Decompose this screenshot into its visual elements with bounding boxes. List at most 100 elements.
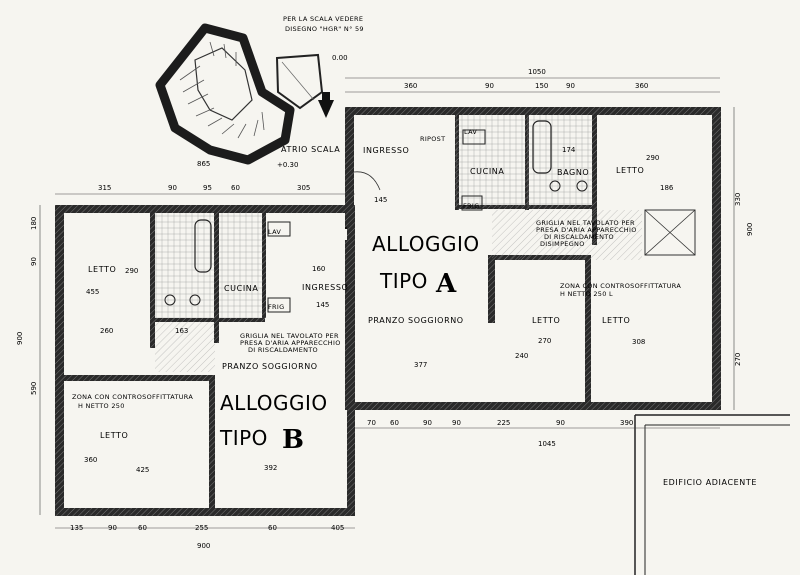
apt-b-title: ALLOGGIO (220, 391, 328, 415)
room-b-cucina: CUCINA (224, 284, 258, 293)
dim-top-a4: 90 (566, 82, 575, 90)
dim-br-2: 90 (423, 419, 432, 427)
dim-top-a2: 90 (485, 82, 494, 90)
dim-pranzo-b: 392 (264, 464, 277, 472)
dim-bagno-a: 174 (562, 146, 576, 154)
dim-260: 260 (100, 327, 113, 335)
room-a-ripost: RIPOST (420, 135, 445, 143)
dim-left-3: 590 (30, 382, 38, 395)
dim-br-4: 225 (497, 419, 510, 427)
bathtub-a (532, 120, 552, 174)
dim-top-a3: 150 (535, 82, 548, 90)
room-b-letto2: LETTO (100, 431, 128, 440)
dim-top-total: 1050 (528, 68, 546, 76)
dim-bottom-right-total: 1045 (538, 440, 556, 448)
apt-b-tipo: TIPO (219, 426, 268, 450)
dim-br-0: 70 (367, 419, 376, 427)
dim-bl-4: 60 (268, 524, 277, 532)
dim-br-1: 60 (390, 419, 399, 427)
apt-b-letter: B (282, 425, 304, 455)
edificio-adiacente: EDIFICIO ADIACENTE (663, 478, 757, 487)
dim-bl-1: 90 (108, 524, 117, 532)
dim-ingresso-b-1: 145 (316, 301, 329, 309)
room-b-lav: LAV (268, 228, 281, 236)
dim-letto-a1-0: 290 (646, 154, 659, 162)
a-zona-1: ZONA CON CONTROSOFFITTATURA (560, 282, 681, 290)
apt-a-title: ALLOGGIO (372, 232, 480, 256)
dim-letto-b2-1: 425 (136, 466, 149, 474)
dimension-lines (39, 77, 735, 529)
a-griglia-1: GRIGLIA NEL TAVOLATO PER (536, 219, 635, 227)
room-a-letto2: LETTO (532, 316, 560, 325)
room-a-letto1: LETTO (616, 166, 644, 175)
b-zona-1: ZONA CON CONTROSOFFITTATURA (72, 393, 193, 401)
dim-left-top-1: 90 (168, 184, 177, 192)
room-a-lav: LAV (464, 128, 477, 136)
room-b-pranzo: PRANZO SOGGIORNO (222, 362, 318, 371)
dim-bl-2: 60 (138, 524, 147, 532)
dim-left-0: 180 (30, 217, 38, 230)
room-a-bagno: BAGNO (557, 168, 589, 177)
dim-left-top-0: 315 (98, 184, 111, 192)
dim-br-6: 390 (620, 419, 633, 427)
room-a-disimpegno: DISIMPEGNO (540, 240, 585, 248)
dim-top-a5: 360 (635, 82, 648, 90)
room-a-letto3: LETTO (602, 316, 630, 325)
dim-bl-3: 255 (195, 524, 208, 532)
dim-left-2: 900 (16, 332, 24, 345)
room-a-pranzo: PRANZO SOGGIORNO (368, 316, 464, 325)
apt-a-letter: A (435, 269, 457, 299)
bathtub-b (194, 219, 212, 273)
a-griglia-2: PRESA D'ARIA APPARECCHIO (536, 226, 637, 234)
walls-apartment-b (55, 205, 355, 516)
ref-note-line1: PER LA SCALA VEDERE (283, 15, 363, 23)
dim-top-a1: 360 (404, 82, 417, 90)
dim-ingresso-b-0: 160 (312, 265, 325, 273)
dim-bl-5: 405 (331, 524, 344, 532)
room-b-ingresso: INGRESSO (302, 283, 348, 292)
dim-right-1: 900 (746, 223, 754, 236)
dim-letto-a2-0: 240 (515, 352, 528, 360)
b-griglia-3: DI RISCALDAMENTO (248, 346, 318, 354)
dim-bl-0: 135 (70, 524, 83, 532)
dim-letto-b1-1: 290 (125, 267, 138, 275)
adjacent-building (634, 414, 790, 575)
dim-letto-b1-0: 455 (86, 288, 99, 296)
dim-letto-a1-1: 186 (660, 184, 674, 192)
dim-left-1: 90 (30, 257, 38, 266)
b-griglia-1: GRIGLIA NEL TAVOLATO PER (240, 332, 339, 340)
a-zona-2: H NETTO 250 L (560, 290, 613, 298)
a-griglia-3: DI RISCALDAMENTO (544, 233, 614, 241)
level-mark: 0.00 (332, 54, 348, 62)
dim-pranzo-a: 377 (414, 361, 427, 369)
dim-letto-b2-0: 360 (84, 456, 97, 464)
b-griglia-2: PRESA D'ARIA APPARECCHIO (240, 339, 341, 347)
dim-right-0: 330 (734, 193, 742, 206)
dim-left-top-3: 60 (231, 184, 240, 192)
dim-right-2: 270 (734, 353, 742, 366)
atrio-level: +0.30 (277, 161, 298, 169)
dim-left-top-4: 305 (297, 184, 310, 192)
b-zona-2: H NETTO 250 (78, 402, 125, 410)
room-a-cucina: CUCINA (470, 167, 504, 176)
room-b-frig: FRIG (268, 303, 284, 311)
room-a-frig: FRIG (463, 202, 479, 210)
dim-left-top-2: 95 (203, 184, 212, 192)
dim-letto-a2-1: 270 (538, 337, 551, 345)
dim-br-3: 90 (452, 419, 461, 427)
dim-ingresso-a: 145 (374, 196, 387, 204)
dim-163: 163 (175, 327, 188, 335)
staircase (155, 23, 324, 165)
apt-a-tipo: TIPO (379, 269, 428, 293)
dim-letto-a3: 308 (632, 338, 645, 346)
dim-865: 865 (197, 160, 210, 168)
room-b-letto1: LETTO (88, 265, 116, 274)
dim-br-5: 90 (556, 419, 565, 427)
atrio-label: ATRIO SCALA (281, 145, 340, 154)
ref-note-line2: DISEGNO "HGR" N° 59 (285, 25, 364, 33)
dim-bottom-left-total: 900 (197, 542, 210, 550)
room-a-ingresso: INGRESSO (363, 146, 409, 155)
entrance-arrow-icon (318, 100, 334, 118)
